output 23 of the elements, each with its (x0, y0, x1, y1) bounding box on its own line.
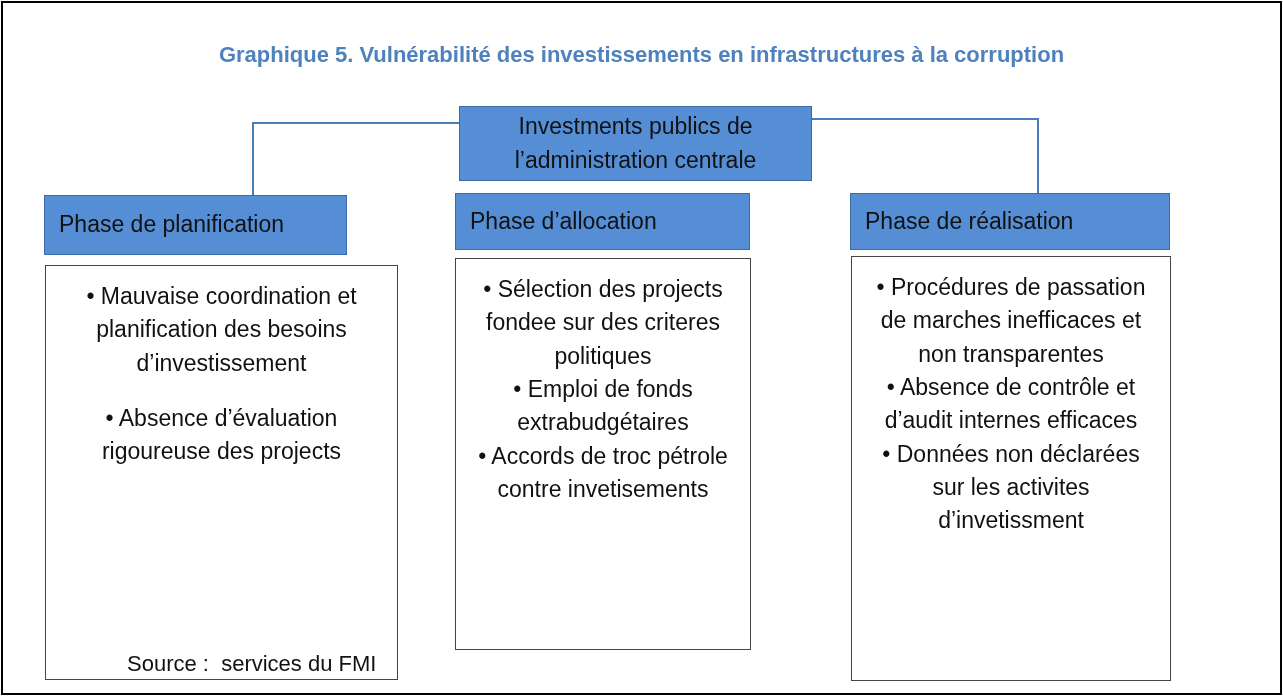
bullet-text: • Données non déclarées sur les activites d’invetissment (881, 439, 1141, 536)
heading-box (455, 193, 750, 250)
box-label: Phase de planification (59, 210, 285, 240)
bullet-text: • Absence de contrôle et d’audit internes efficaces (883, 373, 1139, 436)
box-label: Phase de réalisation (865, 206, 1074, 236)
connector-line (252, 122, 460, 196)
text-box (851, 256, 1171, 681)
bullet-text: • Accords de troc pétrole contre invetisements (477, 441, 729, 505)
heading-box (850, 193, 1170, 250)
bullet-text: • Sélection des projects fondee sur des criteres politiques (482, 275, 724, 371)
box-label: Phase d’allocation (470, 206, 657, 236)
box-label: Investments publics de l’administration centrale (513, 112, 758, 175)
bullet-text: • Absence d’évaluation rigoureuse des projects (100, 404, 343, 467)
text-box (45, 265, 398, 680)
bullet-text: • Procédures de passation de marches inefficaces et non transparentes (875, 273, 1147, 369)
bullet-text: • Mauvaise coordination et planification des besoins d’investissement (85, 282, 358, 378)
heading-box (459, 106, 812, 181)
diagram-title: Graphique 5. Vulnérabilité des investissements en infrastructures à la corruption (217, 42, 1066, 68)
connector-line (811, 118, 1039, 194)
heading-box (44, 195, 347, 255)
bullet-text: • Emploi de fonds extrabudgétaires (512, 375, 694, 438)
text-box (455, 258, 751, 650)
source-note: Source : services du FMI (127, 651, 377, 677)
